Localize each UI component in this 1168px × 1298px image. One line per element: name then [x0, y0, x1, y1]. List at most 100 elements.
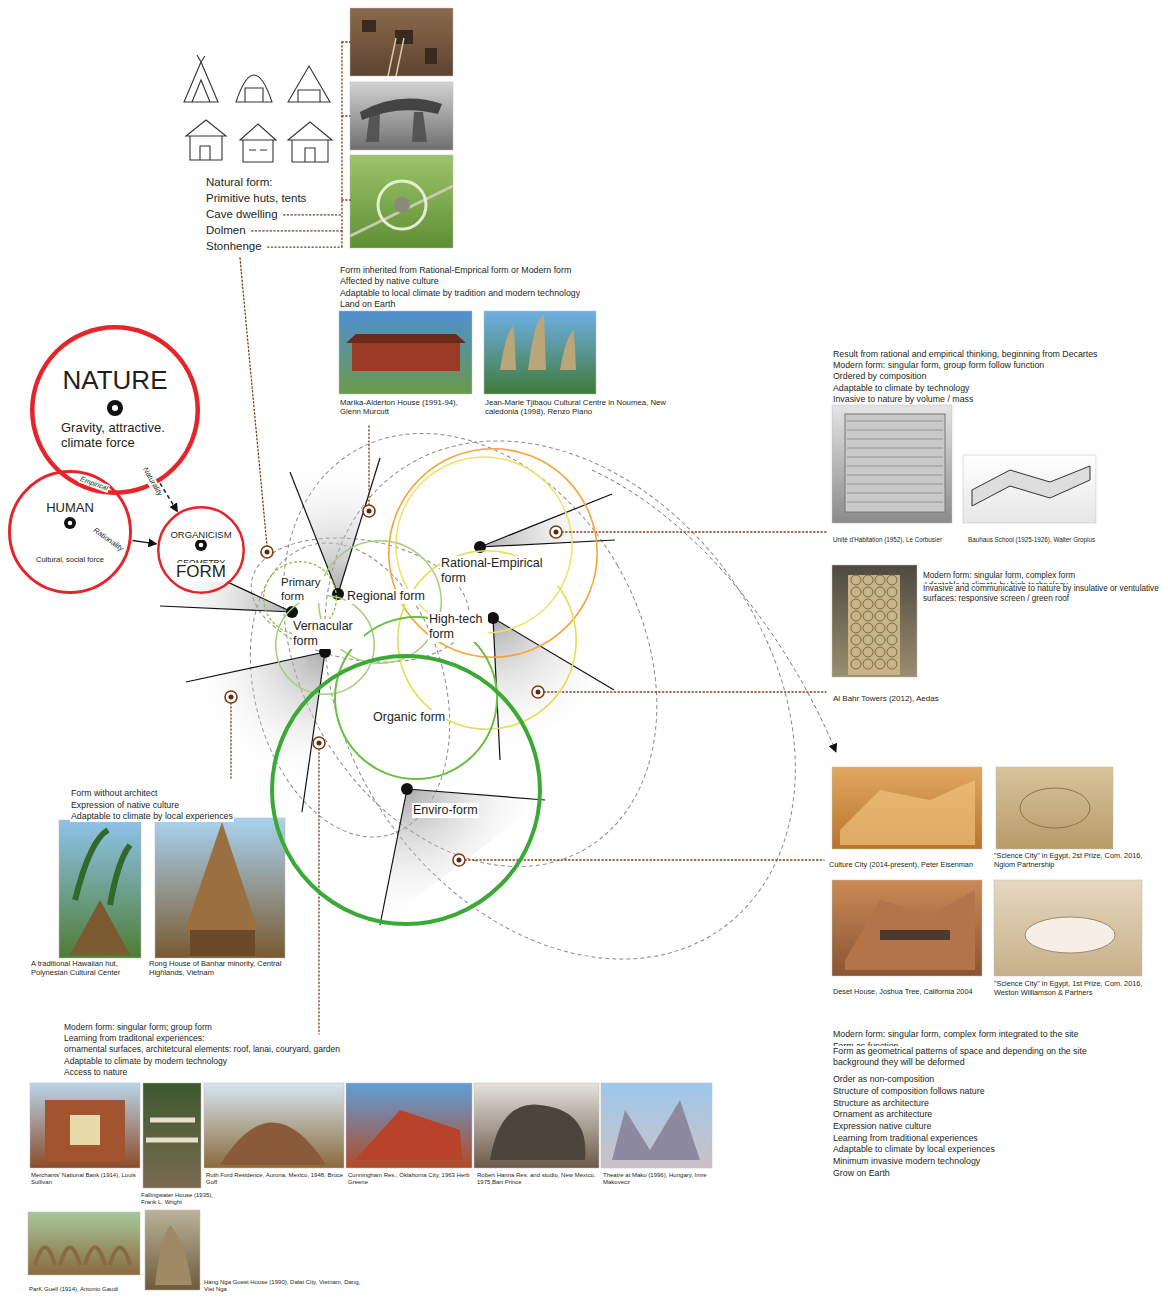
photo-caption: Theatre at Mako (1996), Hungary, Imre Ma… — [602, 1172, 714, 1186]
label-holder: "Science City" in Egypt, 2st Prize, Com.… — [993, 852, 1163, 871]
description-text: Order as non-composition — [832, 1074, 935, 1084]
circle-border — [272, 656, 540, 924]
photo — [996, 767, 1113, 849]
screen-cell — [887, 659, 897, 669]
label-holder: Merchants' National Bank (1914), Louis S… — [30, 1170, 140, 1188]
photo-caption: Hang Nga Guest House (1990), Dalat City,… — [203, 1279, 373, 1293]
node-title: High-tech form — [428, 612, 488, 642]
screen-cell — [863, 647, 873, 657]
photo-detail — [155, 1225, 192, 1285]
description-text: Adaptable to local climate by tradition … — [339, 288, 581, 298]
description-text: Ornament as architecture — [832, 1109, 933, 1119]
circle-border — [389, 449, 597, 657]
screen-cell — [863, 587, 873, 597]
photo-detail — [1025, 917, 1115, 953]
leader-marker — [317, 741, 322, 746]
photo-caption: Marika-Alderton House (1991-94), Glenn M… — [339, 398, 474, 416]
photo-caption: A traditional Hawaiian hut, Polynesian C… — [30, 960, 146, 978]
screen-cell — [863, 611, 873, 621]
leader-line — [342, 41, 350, 42]
leader-marker — [313, 737, 325, 749]
center-dot — [199, 543, 204, 548]
description-text: Adaptable to climate by technology — [832, 383, 970, 393]
description-text: Affected by native culture — [339, 276, 440, 286]
screen-cell — [851, 647, 861, 657]
screen-cell — [851, 599, 861, 609]
screen-cell — [875, 659, 885, 669]
facade-line — [847, 448, 943, 449]
screen-cell — [875, 623, 885, 633]
photo-detail — [355, 1110, 462, 1160]
text-holder: NATURE — [45, 366, 185, 395]
facade-line — [847, 466, 943, 467]
screen-cell — [851, 623, 861, 633]
photo-detail — [190, 930, 255, 956]
photo — [832, 405, 952, 523]
label-holder: Ruth Ford Residence, Aurona, Mexico, 194… — [205, 1170, 345, 1188]
photo — [474, 1083, 599, 1168]
description-text: Ordered by composition — [832, 371, 927, 381]
circle-outline — [30, 325, 200, 495]
node-title: Organic form — [372, 710, 446, 725]
circle-border — [276, 596, 375, 695]
label-holder: Result from rational and empirical think… — [832, 343, 1162, 361]
leader-marker — [225, 691, 237, 703]
photo-detail — [880, 930, 950, 940]
circle-border — [32, 327, 198, 493]
label-holder: A traditional Hawaiian hut, Polynesian C… — [30, 960, 146, 979]
photo — [145, 1210, 200, 1290]
description-text: Form as geometrical patterns of space an… — [832, 1046, 1132, 1067]
leader-marker — [229, 695, 234, 700]
photo-caption: Rong House of Banhar minority, Central H… — [148, 960, 293, 978]
center-dot — [64, 517, 76, 529]
text-holder: Regional form — [346, 586, 446, 604]
photo-detail — [146, 1120, 198, 1140]
screen-cell — [875, 611, 885, 621]
label-holder: Rong House of Banhar minority, Central H… — [148, 960, 293, 979]
photo-caption: Al Bahr Towers (2012), Aedas — [832, 694, 940, 703]
photo — [832, 565, 917, 677]
description-text: Cave dwelling — [205, 208, 279, 222]
photo — [30, 1083, 140, 1168]
facade-line — [847, 493, 943, 494]
photo-detail — [395, 30, 413, 44]
screen-cell — [851, 611, 861, 621]
leader-marker — [367, 509, 372, 514]
hut-sketch — [288, 122, 332, 162]
facade-line — [847, 484, 943, 485]
circle-outline — [270, 654, 542, 926]
screen-cell — [863, 635, 873, 645]
leader-line — [544, 691, 826, 692]
form-circle: ORGANICISMGEOMETRYFORM — [157, 506, 245, 594]
text-holder: HUMAN — [20, 498, 120, 516]
label-holder: Natural form: — [205, 172, 365, 190]
label-holder: Hang Nga Guest House (1990), Dalat City,… — [203, 1277, 373, 1295]
leader-line — [284, 214, 342, 215]
photo — [59, 820, 141, 958]
label-holder: Modern form: singular form; group form — [63, 1016, 423, 1034]
form-type-circle: Vernacular form — [275, 595, 375, 695]
label-holder: Form without architect — [70, 782, 280, 800]
description-text: Dolmen — [205, 224, 247, 238]
screen-cell — [887, 635, 897, 645]
photo-caption: Jean-Marie Tjibaou Cultural Centre in No… — [484, 398, 689, 416]
facade-line — [847, 421, 943, 422]
facade-line — [847, 430, 943, 431]
label-holder: Robert Hanna Res. and studio, New Mexico… — [476, 1170, 600, 1188]
label-holder: ParK Guell (1914), Antonio Gaudi — [28, 1277, 140, 1295]
description-text: Modern form: singular form; group form — [63, 1022, 213, 1032]
node-text: Cultural, social force — [35, 556, 105, 565]
photo-caption: Fallingwater House (1935), Frank L. Wrig… — [140, 1192, 230, 1206]
label-holder: Form as geometrical patterns of space an… — [832, 1046, 1132, 1068]
screen-cell — [863, 623, 873, 633]
leader-marker — [453, 854, 465, 866]
label-holder: Theatre at Mako (1996), Hungary, Imre Ma… — [602, 1170, 714, 1188]
description-text: Modern form: singular form, group form f… — [832, 360, 1045, 370]
photo-caption: Deset House, Joshua Tree, California 200… — [832, 988, 974, 997]
photo-detail — [612, 1100, 700, 1160]
description-text: Form without architect — [70, 788, 159, 798]
hut-sketch — [236, 75, 272, 102]
photo-detail — [45, 1100, 125, 1162]
